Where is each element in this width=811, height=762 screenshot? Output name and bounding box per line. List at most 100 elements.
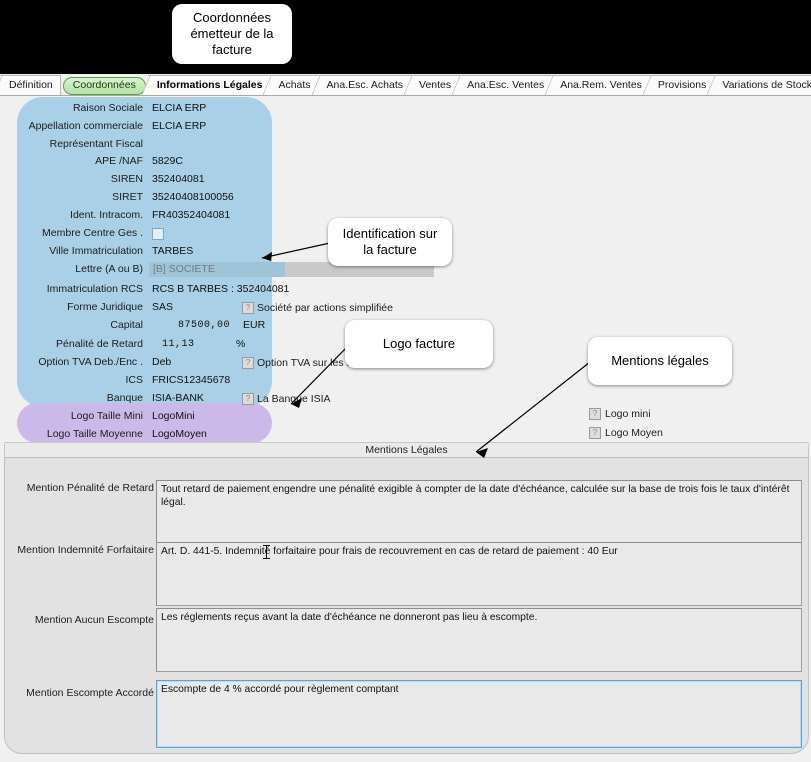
field-value[interactable]: ELCIA ERP <box>152 120 207 132</box>
field-row-logo-taille-mini: Logo Taille Mini LogoMini <box>0 408 560 425</box>
field-row-representant-fiscal: Représentant Fiscal <box>0 136 560 153</box>
field-row-ape-naf: APE /NAF 5829C <box>0 153 560 170</box>
field-label: Banque <box>106 392 143 404</box>
field-value[interactable]: LogoMini <box>152 410 195 422</box>
tab-ana-rem-ventes[interactable]: Ana.Rem. Ventes <box>545 75 650 95</box>
tab-label: Provisions <box>657 79 707 91</box>
callout-identification: Identification sur la facture <box>328 218 452 266</box>
field-value[interactable]: 5829C <box>152 155 183 167</box>
mention-aucun-escompte-textarea[interactable]: Les réglements reçus avant la date d'éch… <box>156 608 802 672</box>
field-label: Immatriculation RCS <box>46 283 143 295</box>
mentions-legales-panel: Mention Pénalité de Retard Tout retard d… <box>4 457 809 754</box>
forme-juridique-checkbox[interactable]: ? <box>242 302 254 314</box>
field-label: Option TVA Deb./Enc . <box>38 356 143 368</box>
field-value[interactable]: 87500,00 <box>177 320 230 331</box>
field-row-capital: Capital 87500,00 EUR <box>0 317 560 334</box>
tab-ventes[interactable]: Ventes <box>404 75 460 95</box>
tab-label: Variations de Stock <box>722 79 811 91</box>
field-label: Lettre (A ou B) <box>75 263 143 275</box>
field-row-logo-taille-moyenne: Logo Taille Moyenne LogoMoyen <box>0 426 560 443</box>
field-label: Ident. Intracom. <box>70 209 143 221</box>
field-row-ics: ICS FRICS12345678 <box>0 372 560 389</box>
field-value[interactable]: FRICS12345678 <box>152 374 231 386</box>
mention-label: Mention Aucun Escompte <box>34 614 154 626</box>
field-row-ident-intracom: Ident. Intracom. FR40352404081 <box>0 207 560 224</box>
text-cursor-icon <box>263 545 270 559</box>
field-row-immatriculation-rcs: Immatriculation RCS RCS B TARBES : 35240… <box>0 281 560 298</box>
lettre-selection-highlight <box>149 262 285 277</box>
field-value[interactable]: TARBES <box>152 245 194 257</box>
field-label: Pénalité de Retard <box>56 338 143 350</box>
callout-coordonnees: Coordonnées émetteur de la facture <box>172 4 292 64</box>
field-value[interactable]: 35240408100056 <box>152 191 234 203</box>
field-label: Capital <box>110 319 143 331</box>
field-row-appellation-commerciale: Appellation commerciale ELCIA ERP <box>0 118 560 135</box>
field-row-banque: Banque ISIA-BANK <box>0 390 560 407</box>
field-row-siren: SIREN 352404081 <box>0 171 560 188</box>
tab-provisions[interactable]: Provisions <box>642 75 715 95</box>
field-value[interactable]: 11,13 <box>162 339 195 350</box>
banque-checkbox[interactable]: ? <box>242 393 254 405</box>
penalite-percent-unit: % <box>236 338 246 350</box>
mentions-legales-title: Mentions Légales <box>365 444 448 456</box>
field-value[interactable]: SAS <box>152 301 174 313</box>
mention-indemnite-forfaitaire-textarea[interactable]: Art. D. 441-5. Indemnité forfaitaire pou… <box>156 542 802 606</box>
field-value[interactable]: FR40352404081 <box>152 209 231 221</box>
logo-panel <box>17 403 272 443</box>
field-row-membre-centre-gestion: Membre Centre Ges . <box>0 225 560 242</box>
tab-ana-esc-achats[interactable]: Ana.Esc. Achats <box>311 75 412 95</box>
tab-variations-de-stock[interactable]: Variations de Stock <box>707 75 811 95</box>
mention-label: Mention Pénalité de Retard <box>26 482 154 494</box>
field-row-raison-sociale: Raison Sociale ELCIA ERP <box>0 100 560 117</box>
field-value[interactable]: ISIA-BANK <box>152 392 204 404</box>
banque-checkbox-label: La Banque ISIA <box>257 393 331 405</box>
lettre-combo-value[interactable]: [B] SOCIETE <box>153 263 215 275</box>
mention-penalite-retard-textarea[interactable]: Tout retard de paiement engendre une pén… <box>156 480 802 544</box>
capital-currency-unit: EUR <box>243 319 266 331</box>
field-label: Représentant Fiscal <box>49 138 143 150</box>
field-value[interactable]: 352404081 <box>152 173 205 185</box>
mention-label: Mention Escompte Accordé <box>26 687 154 699</box>
field-row-ville-immatriculation: Ville Immatriculation TARBES <box>0 243 560 260</box>
callout-logo-facture: Logo facture <box>345 320 493 368</box>
field-value[interactable]: ELCIA ERP <box>152 102 207 114</box>
tab-label: Ana.Esc. Ventes <box>467 79 545 91</box>
field-label: Logo Taille Mini <box>70 410 143 422</box>
field-label: Membre Centre Ges . <box>42 227 143 239</box>
logo-mini-checkbox-label: Logo mini <box>605 408 651 420</box>
field-label: Appellation commerciale <box>28 120 143 132</box>
field-value[interactable]: RCS B TARBES : 352404081 <box>152 283 290 295</box>
mention-escompte-accorde-textarea[interactable]: Escompte de 4 % accordé pour règlement c… <box>156 680 802 748</box>
field-label: Raison Sociale <box>72 102 143 114</box>
logo-mini-checkbox[interactable]: ? <box>589 408 601 420</box>
mention-label: Mention Indemnité Forfaitaire <box>17 544 154 556</box>
field-label: Forme Juridique <box>67 301 143 313</box>
field-row-penalite-de-retard: Pénalité de Retard 11,13 % <box>0 336 560 353</box>
field-label: SIRET <box>112 191 143 203</box>
mention-text: Les réglements reçus avant la date d'éch… <box>161 612 538 623</box>
field-label: Ville Immatriculation <box>49 245 143 257</box>
field-value[interactable]: LogoMoyen <box>152 428 207 440</box>
field-row-siret: SIRET 35240408100056 <box>0 189 560 206</box>
emitter-coordinates-panel <box>17 97 272 407</box>
logo-moyen-checkbox-label: Logo Moyen <box>605 427 663 439</box>
tab-label: Informations Légales <box>156 79 263 91</box>
forme-juridique-checkbox-label: Société par actions simplifiée <box>257 302 393 314</box>
tab-bar[interactable]: Définition Coordonnées Informations Léga… <box>0 75 811 96</box>
callout-mentions-legales: Mentions légales <box>588 337 732 385</box>
tab-coordonnees[interactable]: Coordonnées <box>60 76 149 95</box>
mention-text: Tout retard de paiement engendre une pén… <box>161 484 790 508</box>
tab-informations-legales[interactable]: Informations Légales <box>141 75 271 95</box>
membre-centre-gestion-checkbox[interactable] <box>152 228 164 240</box>
field-label: SIREN <box>110 173 143 185</box>
tab-label: Ana.Rem. Ventes <box>560 79 642 91</box>
field-value[interactable]: Deb <box>152 356 172 368</box>
tab-ana-esc-ventes[interactable]: Ana.Esc. Ventes <box>452 75 553 95</box>
mentions-legales-group-header: Mentions Légales <box>4 442 809 458</box>
tab-label: Achats <box>278 79 311 91</box>
logo-moyen-checkbox[interactable]: ? <box>589 427 601 439</box>
tab-label: Définition <box>9 79 53 91</box>
field-label: APE /NAF <box>95 155 143 167</box>
tab-definition[interactable]: Définition <box>0 75 61 95</box>
option-tva-checkbox[interactable]: ? <box>242 357 254 369</box>
